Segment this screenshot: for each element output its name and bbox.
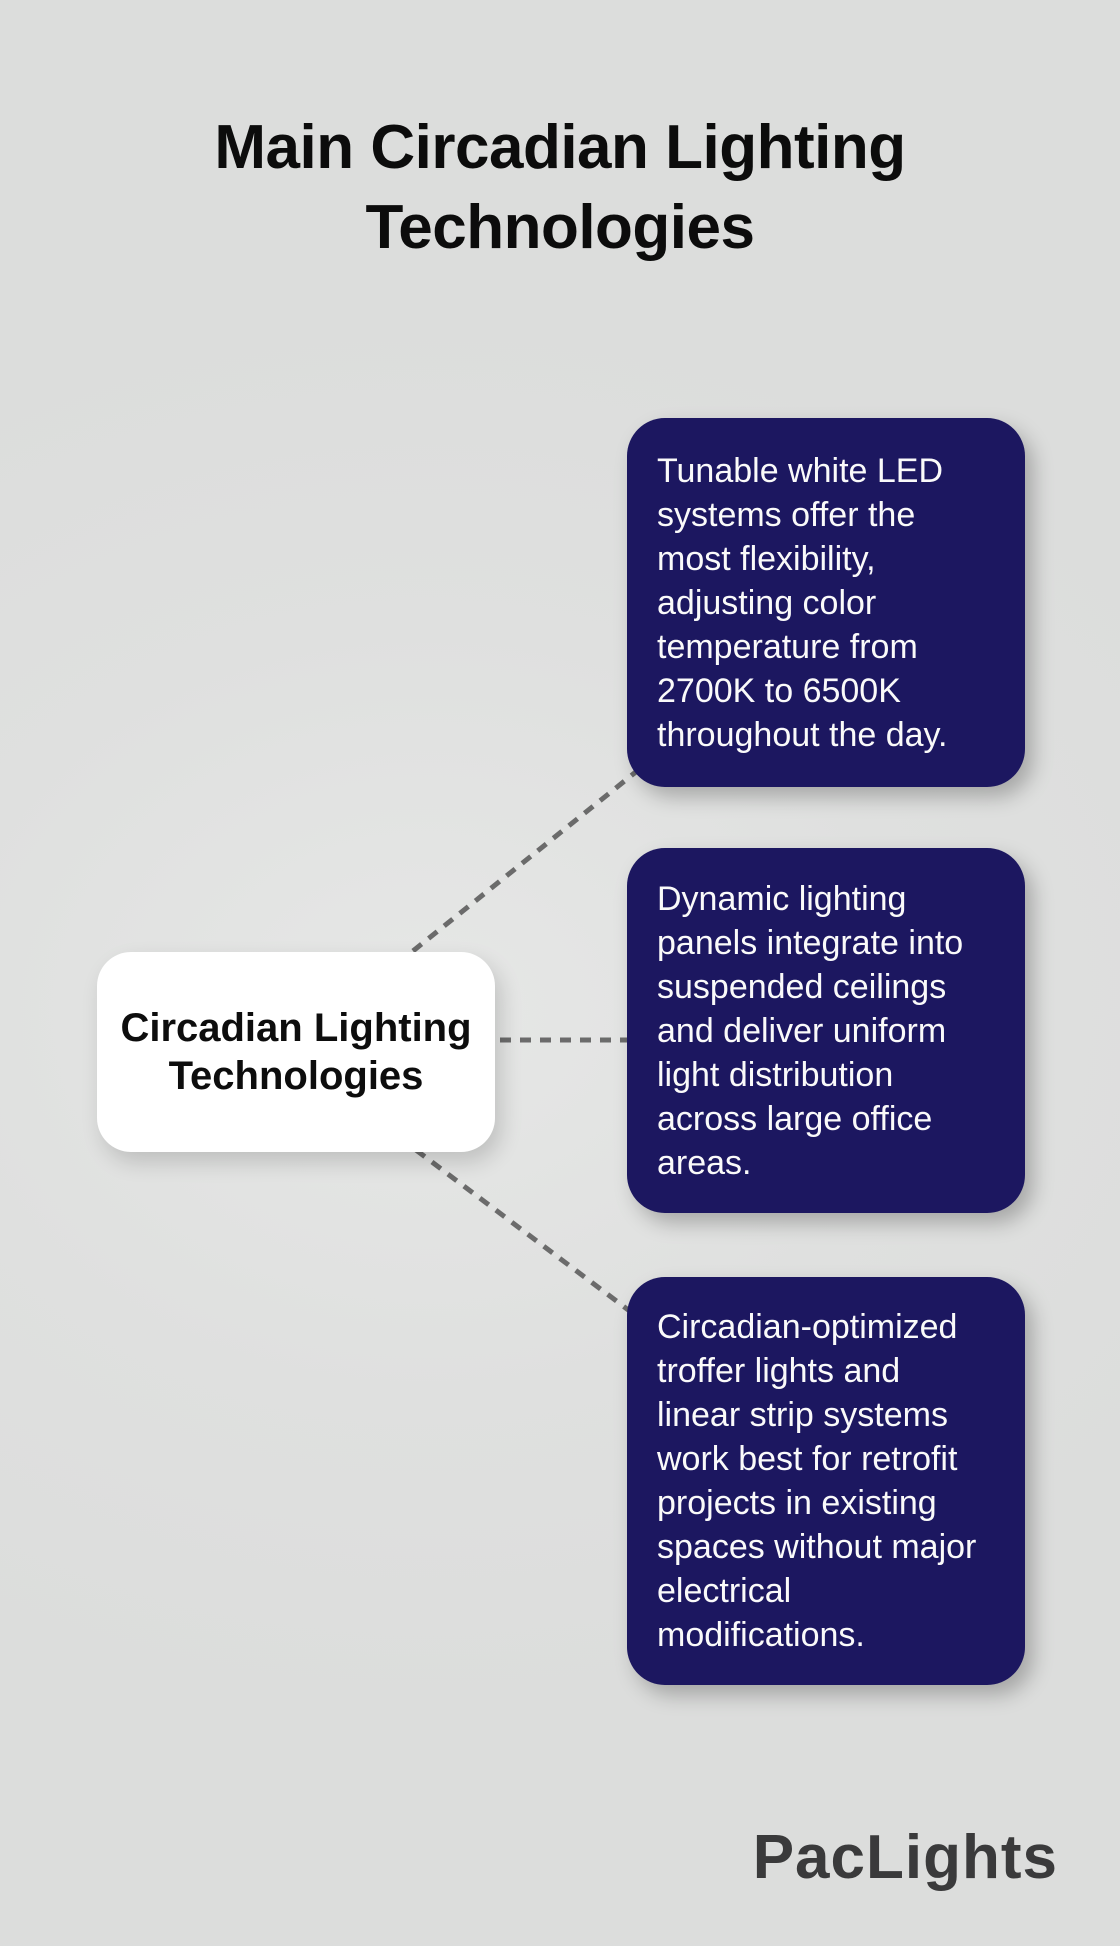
branch-node-troffer-retrofit: Circadian-optimized troffer lights and l… <box>627 1277 1025 1685</box>
branch-node-dynamic-panels: Dynamic lighting panels integrate into s… <box>627 848 1025 1213</box>
root-node-label: Circadian Lighting Technologies <box>120 1006 472 1098</box>
page-title: Main Circadian Lighting Technologies <box>214 113 906 262</box>
branch-text: Circadian-optimized troffer lights and l… <box>657 1308 977 1654</box>
branch-text: Tunable white LED systems offer the most… <box>657 451 948 754</box>
connector-line-bottom <box>414 1148 633 1314</box>
root-node: Circadian Lighting Technologies <box>97 952 495 1152</box>
branch-node-tunable-white: Tunable white LED systems offer the most… <box>627 418 1025 787</box>
brand-logo: PacLights <box>752 1823 1058 1892</box>
connector-line-top <box>411 769 639 953</box>
page-title-wrap: Main Circadian Lighting Technologies <box>0 108 1120 268</box>
branch-text: Dynamic lighting panels integrate into s… <box>657 879 964 1182</box>
